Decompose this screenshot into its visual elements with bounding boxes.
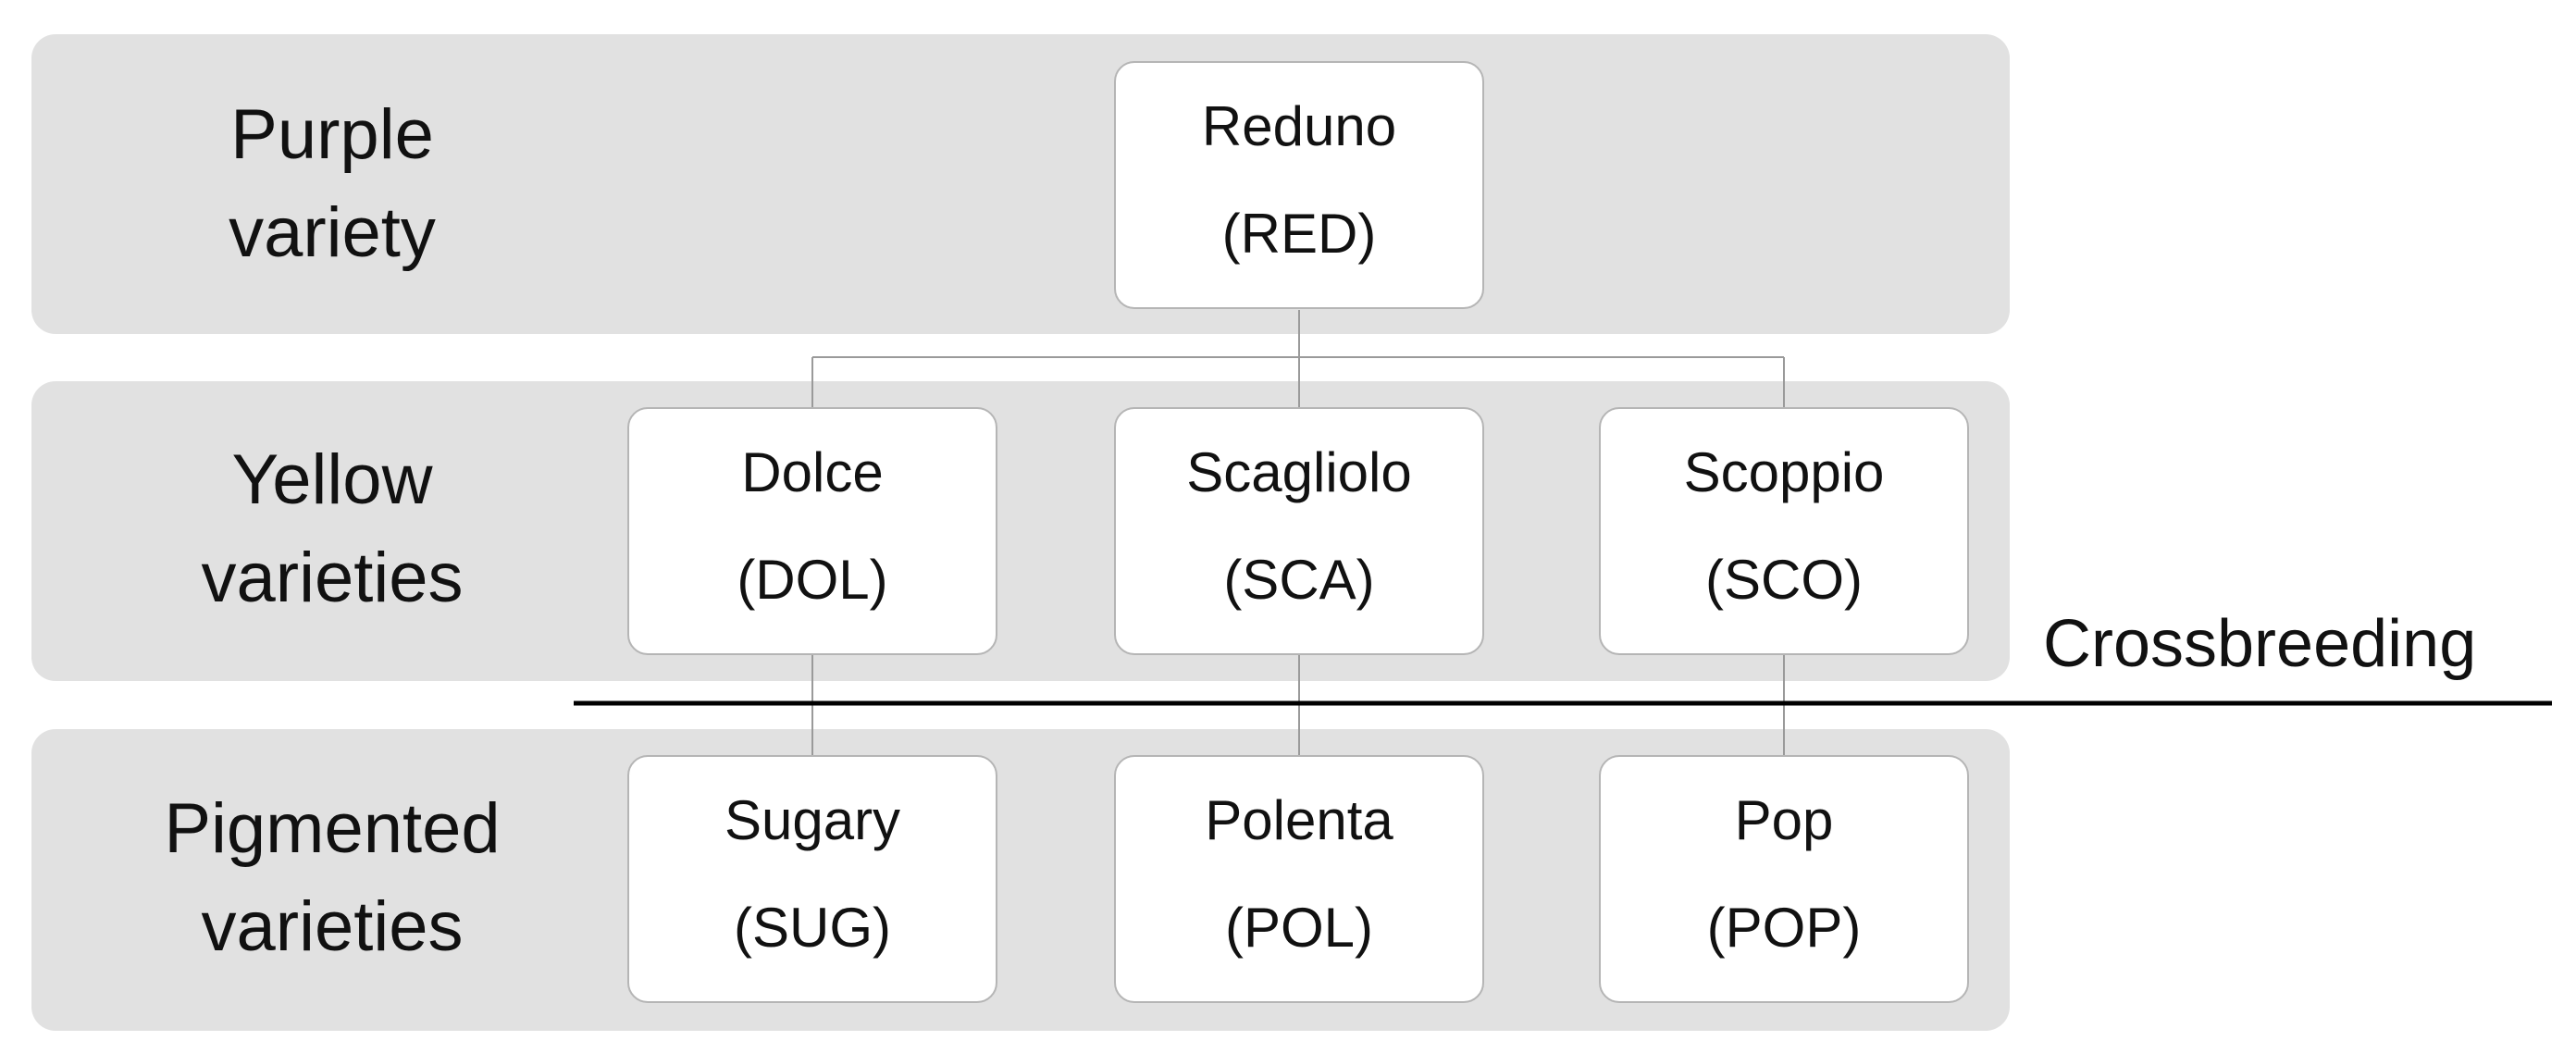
- row-label-line: variety: [229, 193, 436, 272]
- node-code: (POP): [1706, 897, 1862, 959]
- node-name: Scagliolo: [1186, 441, 1412, 503]
- node-scoppio: Scoppio (SCO): [1599, 407, 1969, 655]
- node-name: Reduno: [1201, 95, 1397, 157]
- node-reduno: Reduno (RED): [1114, 61, 1484, 309]
- node-code: (POL): [1224, 897, 1374, 959]
- row-label-line: Purple: [230, 95, 434, 174]
- row-band-purple: [31, 34, 2010, 334]
- row-label-line: Yellow: [231, 440, 433, 519]
- row-label-pigmented: Pigmented varieties: [31, 780, 633, 976]
- node-sugary: Sugary (SUG): [627, 755, 997, 1003]
- node-code: (SUG): [734, 897, 891, 959]
- row-label-line: varieties: [201, 539, 464, 617]
- node-name: Polenta: [1205, 789, 1393, 851]
- node-name: Sugary: [724, 789, 901, 851]
- node-code: (RED): [1221, 203, 1377, 265]
- node-name: Pop: [1734, 789, 1834, 851]
- row-label-purple: Purple variety: [31, 86, 633, 282]
- crossbreeding-label: Crossbreeding: [2043, 607, 2477, 681]
- node-name: Scoppio: [1683, 441, 1885, 503]
- node-polenta: Polenta (POL): [1114, 755, 1484, 1003]
- node-code: (SCO): [1705, 549, 1863, 611]
- node-code: (SCA): [1223, 549, 1375, 611]
- row-label-line: Pigmented: [164, 789, 501, 868]
- node-name: Dolce: [741, 441, 884, 503]
- node-dolce: Dolce (DOL): [627, 407, 997, 655]
- row-label-line: varieties: [201, 887, 464, 966]
- node-pop: Pop (POP): [1599, 755, 1969, 1003]
- node-scagliolo: Scagliolo (SCA): [1114, 407, 1484, 655]
- row-label-yellow: Yellow varieties: [31, 431, 633, 627]
- node-code: (DOL): [737, 549, 888, 611]
